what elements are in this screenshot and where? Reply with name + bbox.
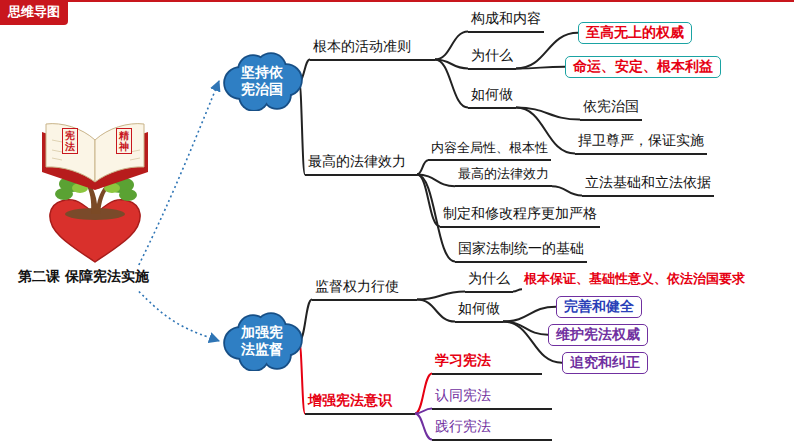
branch-topic: 践行宪法 — [432, 418, 552, 441]
node-text: 根本的活动准则 — [313, 38, 432, 56]
branch-line — [516, 67, 565, 69]
top-rule — [0, 0, 794, 2]
node-text: 为什么 — [468, 270, 510, 288]
branch-line — [415, 414, 432, 440]
branch-line — [415, 409, 432, 414]
branch-line — [415, 374, 432, 414]
branch-topic: 如何做 — [468, 86, 516, 109]
branch-topic: 最高的法律效力 — [455, 166, 552, 187]
branch-topic: 认同宪法 — [432, 387, 552, 410]
branch-line — [435, 32, 468, 60]
branch-topic: 为什么 — [465, 270, 513, 293]
branch-topic: 国家法制统一的基础 — [455, 240, 587, 263]
branch-topic: 构成和内容 — [468, 10, 544, 33]
branch-line — [503, 307, 556, 322]
node-text: 认同宪法 — [435, 387, 549, 405]
boxed-point: 至高无上的权威 — [578, 22, 692, 44]
boxed-point: 追究和纠正 — [562, 352, 648, 374]
node-text: 捍卫尊严，保证实施 — [578, 132, 704, 150]
branch-topic: 根本的活动准则 — [310, 38, 435, 61]
node-text: 立法基础和立法依据 — [585, 174, 711, 192]
node-text: 增强宪法意识 — [308, 392, 412, 410]
node-text: 维护宪法权威 — [556, 326, 640, 344]
node-text: 加强宪法监督 — [239, 324, 285, 359]
branch-topic: 立法基础和立法依据 — [582, 174, 714, 197]
node-text: 依宪治国 — [583, 98, 639, 116]
branch-topic: 依宪治国 — [580, 98, 642, 121]
node-text: 制定和修改程序更加严格 — [443, 205, 597, 223]
branch-topic: 监督权力行使 — [312, 278, 417, 301]
book-label: 宪法 — [62, 128, 78, 154]
branch-line — [552, 186, 582, 195]
branch-line — [417, 292, 465, 300]
branch-topic: 增强宪法意识 — [305, 392, 415, 415]
node-text: 至高无上的权威 — [586, 24, 684, 42]
node-text: 内容全局性、根本性 — [431, 140, 548, 156]
node-text: 构成和内容 — [471, 10, 541, 28]
node-text: 学习宪法 — [435, 352, 539, 370]
node-text: 坚持依宪治国 — [239, 64, 285, 99]
branch-topic: 内容全局性、根本性 — [428, 140, 551, 161]
node-text: 监督权力行使 — [315, 278, 414, 296]
branch-topic: 为什么 — [468, 47, 516, 70]
node-text: 国家法制统一的基础 — [458, 240, 584, 258]
branch-line — [513, 289, 522, 291]
branch-line — [417, 300, 455, 322]
tree-book-illustration — [42, 124, 148, 262]
cloud-node: 坚持依宪治国 — [220, 51, 304, 111]
book-label: 精神 — [116, 128, 132, 154]
node-text: 命运、安定、根本利益 — [573, 58, 713, 76]
boxed-point: 命运、安定、根本利益 — [565, 56, 721, 78]
branch-topic: 制定和修改程序更加严格 — [440, 205, 600, 228]
title-tab: 思维导图 — [0, 0, 68, 25]
node-text: 最高的法律效力 — [308, 153, 414, 171]
node-text: 追究和纠正 — [570, 354, 640, 372]
branch-topic: 如何做 — [455, 300, 503, 323]
lesson-title: 第二课 保障宪法实施 — [16, 268, 151, 289]
node-text: 如何做 — [458, 300, 500, 318]
node-text: 为什么 — [471, 47, 513, 65]
boxed-point: 维护宪法权威 — [548, 324, 648, 346]
branch-line — [417, 160, 428, 174]
branch-topic: 学习宪法 — [432, 352, 542, 375]
branch-topic: 捍卫尊严，保证实施 — [575, 132, 707, 155]
branch-topic: 根本保证、基础性意义、依法治国要求 — [522, 271, 747, 290]
dotted-arrow — [139, 81, 219, 265]
node-text: 如何做 — [471, 86, 513, 104]
node-text: 完善和健全 — [564, 298, 634, 316]
boxed-point: 完善和健全 — [556, 296, 642, 318]
node-text: 根本保证、基础性意义、依法治国要求 — [524, 271, 745, 287]
node-text: 践行宪法 — [435, 418, 549, 436]
branch-topic: 最高的法律效力 — [305, 153, 417, 176]
dotted-arrow — [139, 292, 219, 342]
branch-line — [435, 60, 468, 108]
node-text: 第二课 保障宪法实施 — [18, 268, 149, 286]
cloud-node: 加强宪法监督 — [220, 311, 304, 371]
node-text: 最高的法律效力 — [458, 166, 549, 182]
